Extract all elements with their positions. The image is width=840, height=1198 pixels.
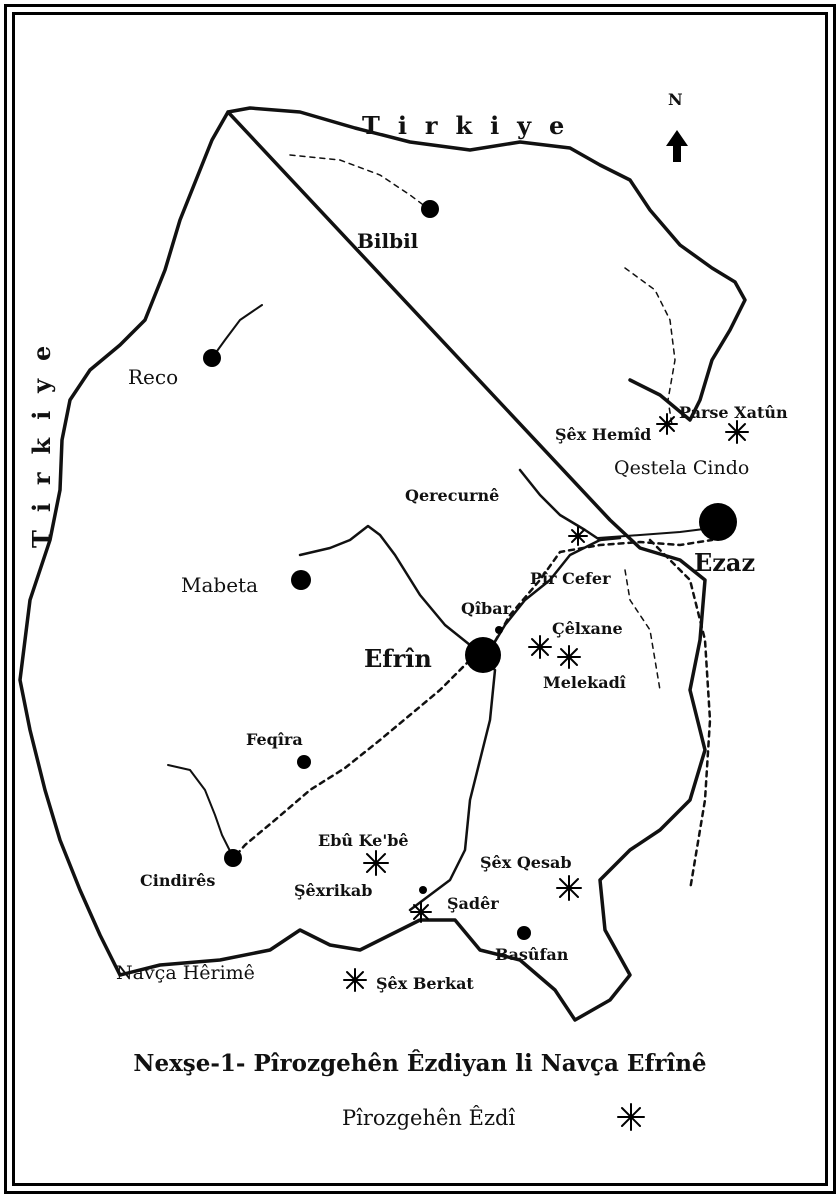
ezaz-dot: [699, 503, 737, 541]
star-icon: [363, 850, 389, 876]
city-label-qerecurne: Qerecurnê: [405, 486, 499, 505]
star-icon: [725, 420, 749, 444]
inner-frame: [12, 12, 828, 1186]
star-icon: [568, 526, 588, 546]
sexrikab-dot: [419, 886, 427, 894]
mabeta-dot: [291, 570, 311, 590]
city-label-basufan: Basûfan: [495, 945, 569, 964]
qibar-dot: [495, 626, 503, 634]
star-icon: [656, 413, 678, 435]
site-label-ebu-kebe: Ebû Ke'bê: [318, 831, 409, 850]
road-east: [648, 538, 712, 892]
basufan-dot: [517, 926, 531, 940]
road-bilbil: [289, 154, 431, 211]
country-label-left: T i r k i y e: [27, 341, 56, 548]
city-label-efrin: Efrîn: [364, 644, 432, 673]
site-label-qestela-cindo: Qestela Cindo: [614, 457, 749, 479]
site-label-sex-qesab: Şêx Qesab: [480, 853, 572, 872]
road-center-east: [624, 569, 661, 691]
cindires-dot: [224, 849, 242, 867]
river-reco: [211, 304, 263, 359]
country-label-top: T i r k i y e: [362, 111, 569, 140]
bilbil-dot: [421, 200, 439, 218]
site-label-parse-xatun: Parse Xatûn: [679, 403, 788, 422]
district-border: [18, 106, 747, 1022]
feqira-dot: [297, 755, 311, 769]
efrin-dot: [465, 637, 501, 673]
legend-star-icon: [617, 1103, 645, 1131]
city-label-qibar: Qîbar: [461, 599, 512, 618]
city-label-ezaz: Ezaz: [694, 548, 755, 577]
road-efrin-ezaz: [488, 538, 714, 652]
star-icon: [528, 635, 552, 659]
site-label-sex-berkat: Şêx Berkat: [376, 974, 474, 993]
city-label-mabeta: Mabeta: [181, 573, 258, 597]
legend-label: Pîrozgehên Êzdî: [342, 1106, 515, 1130]
site-label-celxane: Çêlxane: [552, 619, 623, 638]
north-arrow-icon: [666, 130, 688, 162]
site-label-pir-cefer: Pîr Cefer: [530, 569, 611, 588]
river-qerecurne: [518, 468, 602, 542]
river-cindires: [167, 764, 233, 856]
reco-dot: [203, 349, 221, 367]
river-afrin: [298, 524, 497, 912]
road-efrin-cindires: [230, 658, 472, 862]
region-label: Navça Hêrimê: [116, 962, 255, 984]
site-label-sader: Şadêr: [447, 894, 499, 913]
map-title: Nexşe-1- Pîrozgehên Êzdiyan li Navça Efr…: [133, 1050, 706, 1077]
city-label-feqira: Feqîra: [246, 730, 303, 749]
site-label-melekadi: Melekadî: [543, 673, 626, 692]
city-label-bilbil: Bilbil: [357, 229, 419, 253]
north-label: N: [668, 90, 683, 109]
star-icon: [557, 645, 581, 669]
city-label-reco: Reco: [128, 365, 178, 389]
outer-frame: [4, 4, 836, 1194]
star-icon: [343, 968, 367, 992]
site-label-sex-hemid: Şêx Hemîd: [555, 425, 651, 444]
road-north-east: [624, 267, 676, 426]
site-label-sexrikab: Şêxrikab: [294, 881, 372, 900]
star-icon: [556, 875, 582, 901]
star-icon: [410, 901, 432, 923]
river-ezaz: [597, 527, 713, 539]
city-label-cindires: Cindirês: [140, 871, 215, 890]
